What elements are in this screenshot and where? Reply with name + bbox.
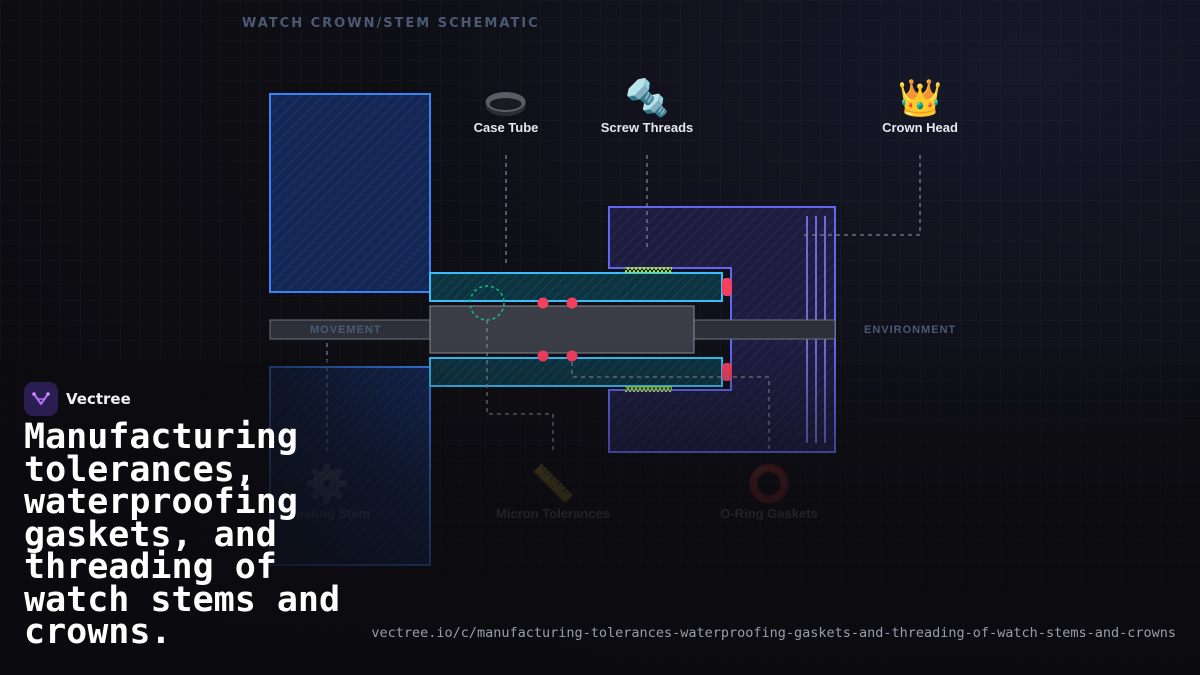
- case-tube-lower: [429, 357, 723, 387]
- gasket-dot: [537, 350, 549, 362]
- gasket-dot: [566, 297, 578, 309]
- case-tube-label: Case Tube: [473, 120, 539, 135]
- micron-tolerances-label: Micron Tolerances: [496, 506, 610, 521]
- thread-lower: [625, 386, 672, 392]
- screw-threads-label: Screw Threads: [600, 120, 694, 135]
- gasket-dot: [566, 350, 578, 362]
- component-case-tube: Case Tube: [473, 76, 539, 135]
- component-micron-tolerances: 📏 Micron Tolerances: [496, 462, 610, 521]
- case-tube-upper: [429, 272, 723, 302]
- case-tube-glyph: [486, 92, 526, 116]
- o-ring-lower: [722, 363, 732, 381]
- diagram-title: WATCH CROWN/STEM SCHEMATIC: [242, 16, 540, 31]
- screw-icon: 🔩: [624, 77, 670, 118]
- headline: Manufacturing tolerances, waterproofing …: [24, 417, 341, 652]
- side-label-environment: ENVIRONMENT: [864, 324, 957, 336]
- watch-case-upper: [269, 93, 431, 293]
- brand-name: Vectree: [66, 390, 131, 408]
- component-o-ring-gaskets: ⭕ O-Ring Gaskets: [720, 462, 818, 521]
- o-ring-icon: ⭕: [746, 463, 792, 504]
- crown-icon: 👑: [897, 77, 943, 118]
- crown-head-label: Crown Head: [882, 120, 958, 135]
- leader-crown-head: [800, 155, 921, 236]
- component-screw-threads: 🔩 Screw Threads: [601, 76, 694, 135]
- thread-upper: [625, 267, 672, 273]
- vectree-logo-glyph: [32, 392, 50, 406]
- vectree-logo-icon: [24, 382, 58, 416]
- stem-core: [429, 305, 695, 354]
- case-tube-icon: [474, 76, 539, 120]
- ruler-icon: 📏: [530, 463, 576, 504]
- gasket-dot: [537, 297, 549, 309]
- page-url[interactable]: vectree.io/c/manufacturing-tolerances-wa…: [371, 625, 1176, 641]
- brand: Vectree: [24, 382, 131, 416]
- o-ring-upper: [722, 278, 732, 296]
- side-label-movement: MOVEMENT: [310, 324, 382, 336]
- o-ring-gaskets-label: O-Ring Gaskets: [720, 506, 818, 521]
- component-crown-head: 👑 Crown Head: [882, 76, 958, 135]
